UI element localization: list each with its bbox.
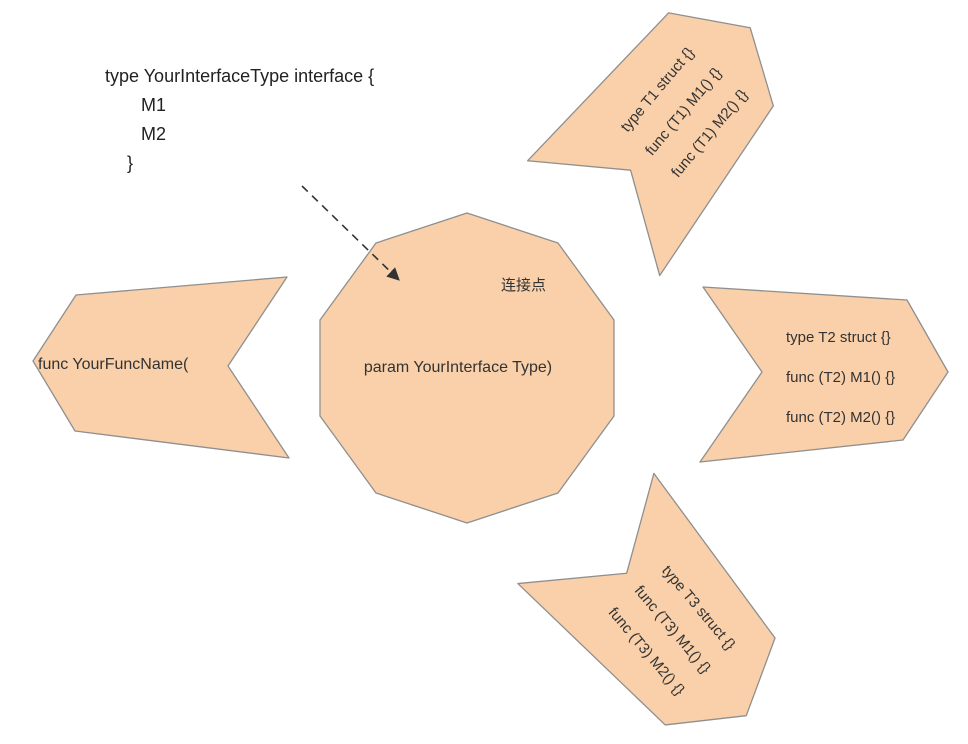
impl-t1-arrow-shape — [526, 12, 774, 277]
hub-decagon-shape — [319, 212, 615, 524]
hub-connection-label: 连接点 — [501, 277, 547, 294]
impl-t2-m1-line: func (T2) M1() {} — [786, 369, 896, 386]
func-arrow-shape — [32, 276, 290, 459]
hub-param-label: param YourInterface Type) — [363, 359, 553, 376]
impl-t2-type-line: type T2 struct {} — [786, 329, 891, 346]
impl-t2-label-block: type T2 struct {} func (T2) M1() {} func… — [786, 318, 895, 438]
impl-t2-m2-line: func (T2) M2() {} — [786, 409, 896, 426]
func-arrow-label: func YourFuncName( — [38, 356, 189, 373]
interface-code-block: type YourInterfaceType interface { M1 M2… — [105, 62, 374, 178]
code-line-m2: M2 — [141, 124, 167, 144]
code-line-m1: M1 — [141, 95, 167, 115]
code-line-interface-open: type YourInterfaceType interface { — [105, 66, 375, 86]
impl-t3-arrow-shape — [517, 472, 776, 726]
pointer-dashed-arrow — [301, 185, 400, 281]
code-line-close-brace: } — [127, 153, 134, 173]
impl-t2-arrow-shape — [699, 286, 949, 463]
